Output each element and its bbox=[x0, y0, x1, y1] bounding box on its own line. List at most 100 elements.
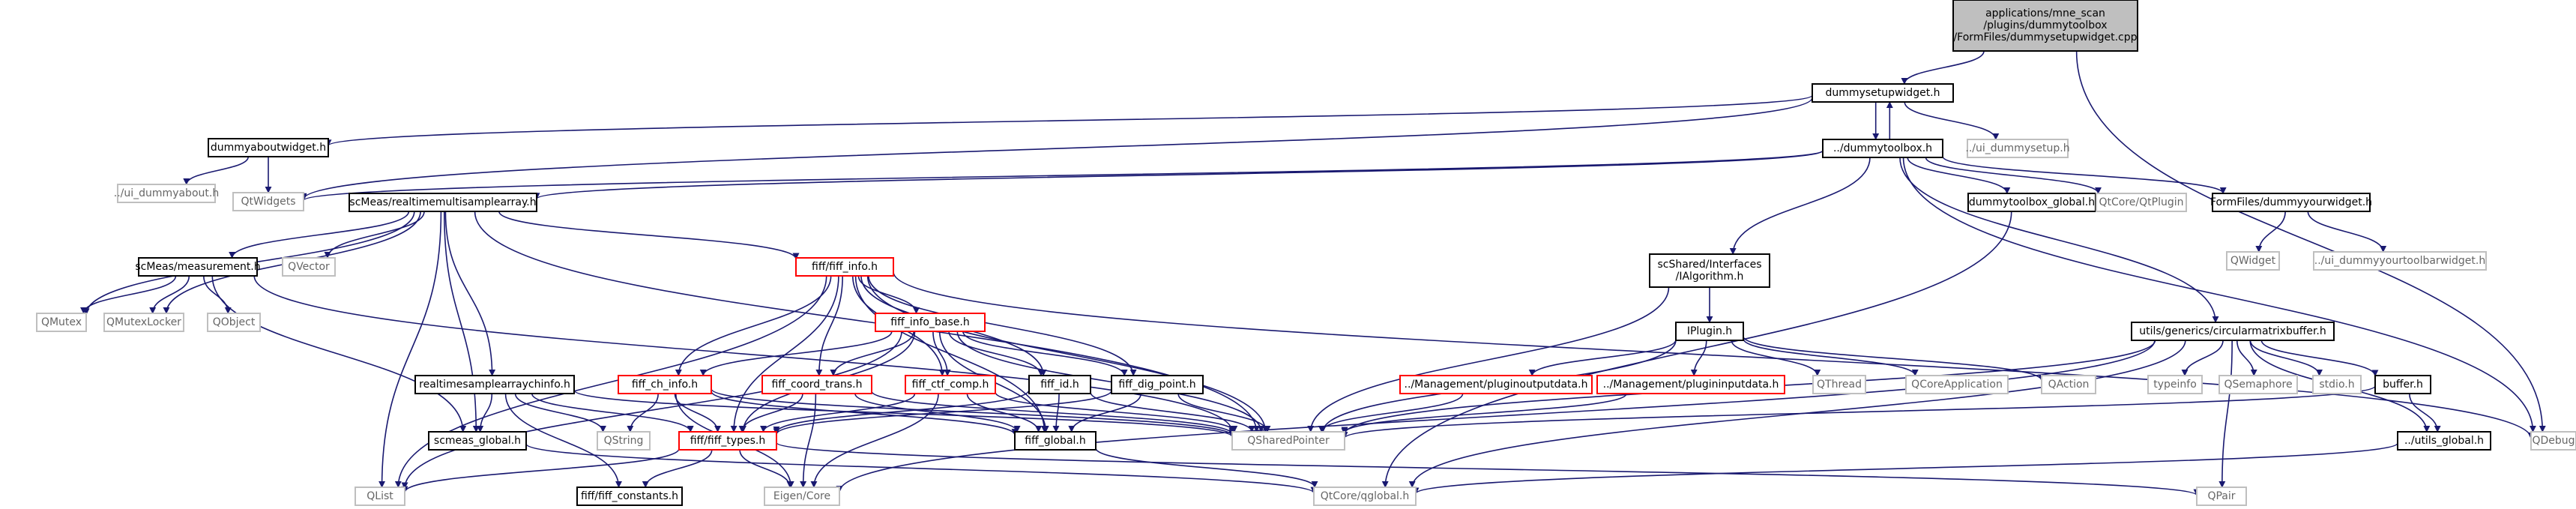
node-fiff_types[interactable]: fiff/fiff_types.h bbox=[678, 431, 777, 451]
node-label-qtwidgets: QtWidgets bbox=[241, 196, 295, 208]
edge-fiff_info-to-fiff_dig_point bbox=[868, 275, 1137, 376]
node-qthread: QThread bbox=[1812, 375, 1866, 394]
edge-rtsaci-to-qstring bbox=[514, 393, 606, 433]
edge-dummyaboutwidget-to-ui_dummyabout bbox=[183, 156, 250, 185]
edge-utils_global-to-qtglobal bbox=[1412, 442, 2398, 495]
edge-scmeas_rtmsa-to-measurement bbox=[229, 211, 410, 259]
node-scmeas_rtmsa[interactable]: scMeas/realtimemultisamplearray.h bbox=[349, 193, 537, 212]
node-pluginoutputdata[interactable]: ../Management/pluginoutputdata.h bbox=[1399, 375, 1593, 394]
edge-dummytoolbox_global-to-qtglobal bbox=[1381, 211, 2012, 488]
node-circbuf[interactable]: utils/generics/circularmatrixbuffer.h bbox=[2131, 322, 2335, 341]
node-box-ui_dummysetup bbox=[1967, 139, 2069, 158]
node-label-ui_yourtoolbar: ../ui_dummyyourtoolbarwidget.h bbox=[2314, 255, 2485, 267]
node-fiff_dig_point[interactable]: fiff_dig_point.h bbox=[1111, 375, 1204, 394]
edge-scmeas_rtmsa-to-qlist bbox=[378, 211, 442, 488]
node-box-qtplugin bbox=[2096, 193, 2187, 212]
node-box-qdebug bbox=[2530, 431, 2576, 451]
edge-fiff_ctf_comp-to-fiff_global bbox=[966, 393, 1043, 433]
node-dummyyourwidget[interactable]: FormFiles/dummyyourwidget.h bbox=[2210, 193, 2372, 212]
edge-rtsaci-to-fiff_constants bbox=[504, 393, 622, 488]
edge-fiff_ch_info-to-qstring bbox=[627, 393, 659, 433]
node-plugininputdata[interactable]: ../Management/plugininputdata.h bbox=[1596, 375, 1785, 394]
node-label-scmeas_rtmsa: scMeas/realtimemultisamplearray.h bbox=[349, 196, 536, 208]
node-fiff_ch_info[interactable]: fiff_ch_info.h bbox=[618, 375, 712, 394]
node-buffer[interactable]: buffer.h bbox=[2374, 375, 2431, 394]
node-fiff_coord_trans[interactable]: fiff_coord_trans.h bbox=[761, 375, 872, 394]
node-label-qstring: QString bbox=[604, 435, 644, 447]
node-qpair: QPair bbox=[2196, 487, 2247, 506]
node-box-dummysetupwidget bbox=[1812, 83, 1954, 103]
edge-fiff_types-to-qlist bbox=[401, 448, 680, 493]
node-dummytoolbox[interactable]: ../dummytoolbox.h bbox=[1822, 139, 1943, 158]
node-box-qmutex bbox=[36, 313, 87, 332]
edge-fiff_types-to-fiff_constants bbox=[642, 449, 713, 488]
node-fiff_constants[interactable]: fiff/fiff_constants.h bbox=[576, 487, 683, 506]
node-iplugin[interactable]: IPlugin.h bbox=[1675, 322, 1744, 341]
node-box-qsemaphore bbox=[2218, 375, 2298, 394]
node-label-qsharedpointer: QSharedPointer bbox=[1247, 435, 1330, 447]
edge-fiff_info_base-to-fiff_coord_trans bbox=[830, 331, 914, 376]
edge-iplugin-to-qcoreapp bbox=[1743, 338, 1919, 376]
edge-circbuf-to-qsemaphore bbox=[2236, 340, 2257, 376]
node-label-qvector: QVector bbox=[288, 261, 330, 273]
edge-fiff_info-to-qlist bbox=[394, 275, 827, 488]
node-ialgorithm[interactable]: scShared/Interfaces/IAlgorithm.h bbox=[1649, 253, 1770, 288]
edge-fiff_ctf_comp-to-fiff_types bbox=[760, 393, 916, 433]
node-label-dummyyourwidget: FormFiles/dummyyourwidget.h bbox=[2210, 196, 2372, 208]
node-box-typeinfo bbox=[2147, 375, 2203, 394]
node-box-qaction bbox=[2041, 375, 2096, 394]
edge-plugininputdata-to-qsharedpointer bbox=[1341, 393, 1627, 434]
node-label-buffer: buffer.h bbox=[2383, 379, 2423, 391]
edge-measurement-to-qmutexlocker bbox=[149, 275, 190, 314]
node-label-dummysetupwidget: dummysetupwidget.h bbox=[1825, 87, 1940, 99]
node-label-qpair: QPair bbox=[2207, 490, 2235, 502]
edge-dummytoolbox-to-dummytoolbox_global bbox=[1907, 157, 2011, 194]
edge-fiff_dig_point-to-fiff_global bbox=[1068, 393, 1142, 433]
node-label-fiff_types: fiff/fiff_types.h bbox=[690, 435, 766, 447]
edge-fiff_info_base-to-fiff_ch_info bbox=[699, 331, 893, 376]
node-box-qtwidgets bbox=[232, 192, 304, 211]
edge-fiff_coord_trans-to-eigen_core bbox=[800, 393, 817, 488]
edge-fiff_id-to-fiff_global bbox=[1052, 393, 1060, 433]
edge-rtsaci-to-qsharedpointer bbox=[573, 389, 1236, 438]
node-label-iplugin: IPlugin.h bbox=[1687, 325, 1732, 337]
node-typeinfo: typeinfo bbox=[2147, 375, 2203, 394]
node-label-measurement: scMeas/measurement.h bbox=[135, 261, 260, 273]
node-measurement[interactable]: scMeas/measurement.h bbox=[135, 257, 261, 277]
node-ui_dummysetup: ../ui_dummysetup.h bbox=[1965, 139, 2070, 158]
node-label-plugininputdata: ../Management/plugininputdata.h bbox=[1603, 379, 1779, 391]
node-dummytoolbox_global[interactable]: dummytoolbox_global.h bbox=[1967, 193, 2096, 212]
edge-root-to-qdebug bbox=[2075, 50, 2546, 433]
node-fiff_id[interactable]: fiff_id.h bbox=[1028, 375, 1091, 394]
node-box-fiff_coord_trans bbox=[761, 375, 872, 394]
node-fiff_info[interactable]: fiff/fiff_info.h bbox=[795, 257, 894, 277]
edge-fiff_ch_info-to-fiff_types bbox=[674, 393, 722, 433]
node-qmutexlocker: QMutexLocker bbox=[103, 313, 184, 332]
edge-pluginoutputdata-to-qsharedpointer bbox=[1318, 393, 1464, 433]
node-dummyaboutwidget[interactable]: dummyaboutwidget.h bbox=[208, 138, 329, 157]
node-label-qlist: QList bbox=[367, 490, 393, 502]
node-fiff_info_base[interactable]: fiff_info_base.h bbox=[875, 313, 986, 332]
node-label-qmutex: QMutex bbox=[41, 316, 82, 328]
node-utils_global[interactable]: ../utils_global.h bbox=[2397, 431, 2491, 451]
node-box-pluginoutputdata bbox=[1399, 375, 1593, 394]
edge-ialgorithm-to-qsharedpointer bbox=[1307, 286, 1670, 433]
node-fiff_global[interactable]: fiff_global.h bbox=[1014, 431, 1097, 451]
edge-fiff_info-to-fiff_coord_trans bbox=[815, 275, 843, 376]
node-scmeas_global[interactable]: scmeas_global.h bbox=[428, 431, 527, 451]
node-qaction: QAction bbox=[2041, 375, 2096, 394]
node-box-stdio bbox=[2312, 375, 2362, 394]
edge-fiff_info_base-to-fiff_ctf_comp bbox=[932, 331, 951, 376]
node-box-circbuf bbox=[2131, 322, 2335, 341]
node-box-fiff_global bbox=[1014, 431, 1097, 451]
edge-fiff_info-to-qdebug bbox=[893, 271, 2535, 439]
node-label-fiff_ch_info: fiff_ch_info.h bbox=[632, 379, 698, 391]
node-fiff_ctf_comp[interactable]: fiff_ctf_comp.h bbox=[905, 375, 996, 394]
node-label-fiff_coord_trans: fiff_coord_trans.h bbox=[771, 379, 862, 391]
node-root[interactable]: applications/mne_scan/plugins/dummytoolb… bbox=[1952, 0, 2138, 52]
node-box-fiff_types bbox=[678, 431, 777, 451]
node-rtsaci[interactable]: realtimesamplearraychinfo.h bbox=[414, 375, 575, 394]
edge-fiff_dig_point-to-qsharedpointer bbox=[1177, 393, 1271, 433]
node-dummysetupwidget[interactable]: dummysetupwidget.h bbox=[1812, 83, 1954, 103]
